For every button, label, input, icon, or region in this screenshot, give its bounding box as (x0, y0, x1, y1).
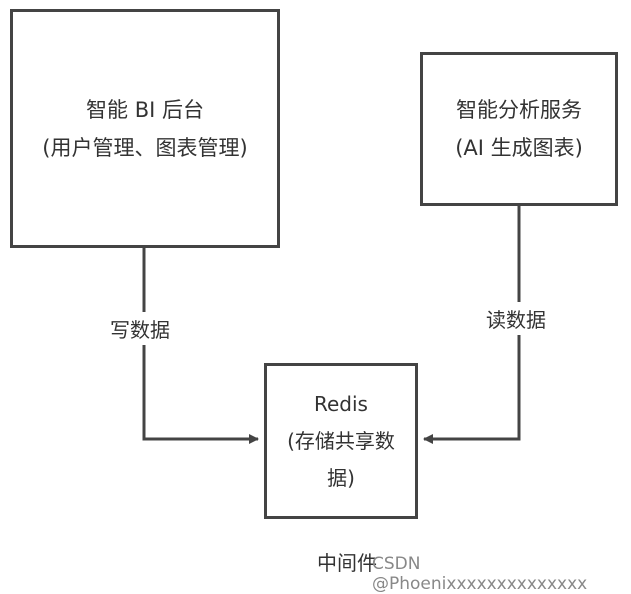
bi-backend-subtitle: (用户管理、图表管理) (42, 135, 248, 160)
csdn-watermark: CSDN @Phoenixxxxxxxxxxxxxx (372, 554, 588, 594)
read-arrow (423, 206, 521, 444)
redis-title: Redis (314, 391, 368, 416)
ai-service-title: 智能分析服务 (456, 98, 582, 122)
redis-subtitle-line2: 据) (327, 465, 355, 490)
middleware-caption: 中间件 (317, 551, 377, 575)
ai-service-node: 智能分析服务 (AI 生成图表) (420, 52, 618, 206)
read-data-label: 读数据 (482, 302, 550, 335)
write-arrow (142, 248, 259, 444)
bi-backend-title: 智能 BI 后台 (86, 97, 204, 122)
redis-node: Redis (存储共享数 据) (264, 363, 418, 519)
redis-subtitle-line1: (存储共享数 (287, 428, 395, 453)
ai-service-subtitle: (AI 生成图表) (455, 136, 583, 160)
bi-backend-node: 智能 BI 后台 (用户管理、图表管理) (10, 9, 280, 248)
write-data-label: 写数据 (106, 312, 174, 345)
connector-lines (142, 206, 521, 444)
